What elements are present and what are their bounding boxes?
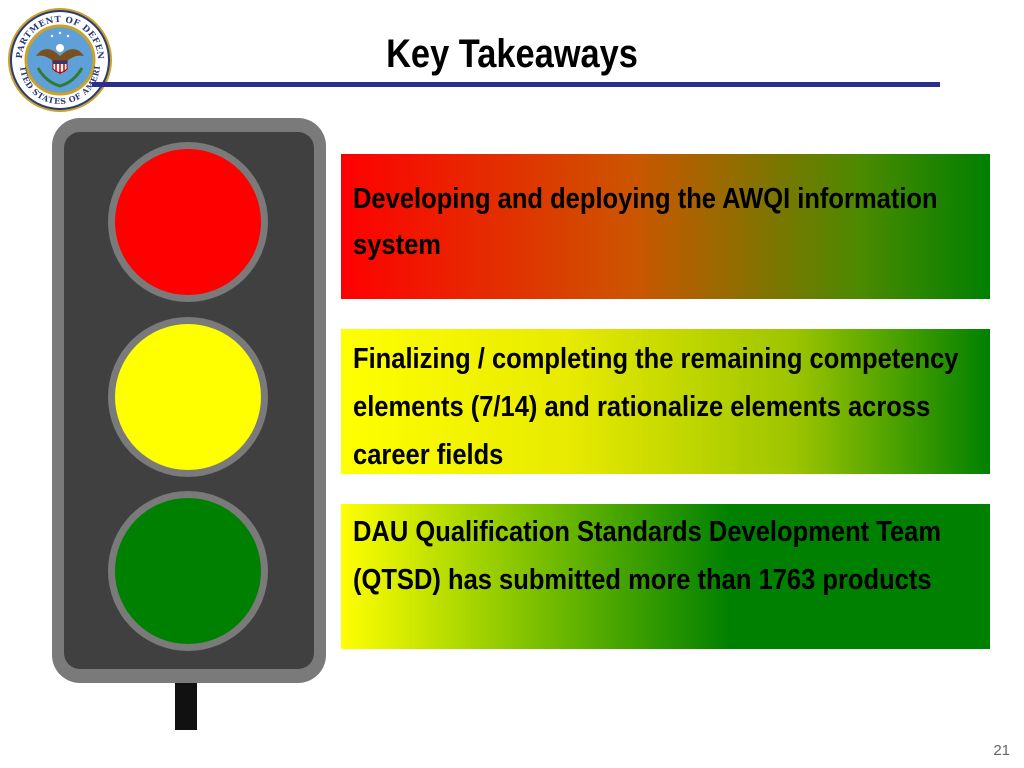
page-number: 21	[993, 742, 1010, 759]
slide-title: Key Takeaways	[386, 32, 638, 76]
takeaway-text: Finalizing / completing the remaining co…	[353, 343, 959, 471]
traffic-light-icon	[52, 118, 326, 730]
green-light	[115, 498, 261, 644]
title-underline	[92, 82, 940, 87]
takeaway-text: DAU Qualification Standards Development …	[353, 516, 942, 596]
red-light	[115, 149, 261, 295]
dod-seal-logo: DEPARTMENT OF DEFENSE UNITED STATES OF A…	[6, 6, 112, 112]
takeaway-box-red: Developing and deploying the AWQI inform…	[341, 154, 990, 299]
yellow-light	[115, 324, 261, 470]
takeaway-box-green: DAU Qualification Standards Development …	[341, 504, 990, 649]
takeaway-box-yellow: Finalizing / completing the remaining co…	[341, 329, 990, 474]
takeaway-text: Developing and deploying the AWQI inform…	[353, 183, 938, 261]
